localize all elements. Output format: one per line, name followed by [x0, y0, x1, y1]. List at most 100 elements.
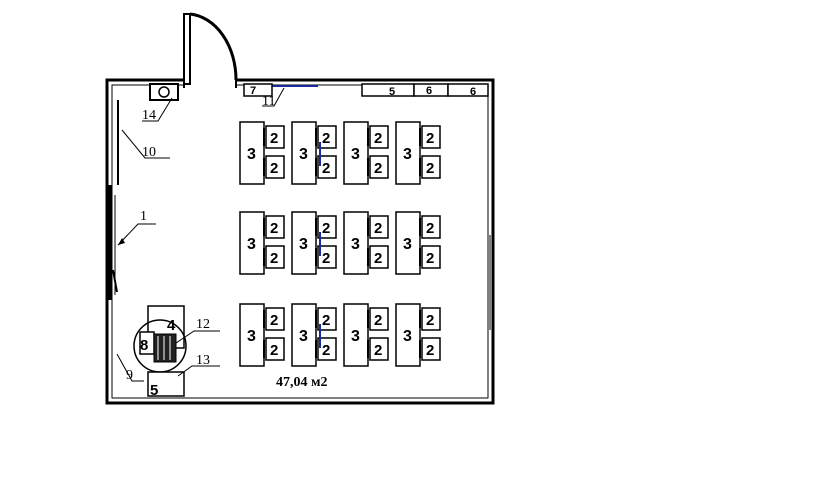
cabinet-5 [361, 83, 415, 97]
chair-label: 2 [322, 342, 330, 359]
chair-label: 2 [322, 312, 330, 329]
desk-6: 32 2 [291, 211, 337, 275]
entrance-door [183, 12, 238, 88]
chair [421, 245, 441, 269]
label-cabinet-6b: 6 [470, 86, 476, 98]
desk-12: 322 [395, 303, 441, 367]
desk-surface [343, 121, 369, 185]
desk-label: 3 [403, 146, 412, 163]
desk-surface [239, 303, 265, 367]
cabinet-6b [447, 83, 489, 97]
desk-11: 322 [343, 303, 389, 367]
chair-label: 2 [426, 220, 434, 237]
chair [421, 307, 441, 331]
arrowhead-1 [118, 238, 125, 245]
chair [369, 215, 389, 239]
desk-label: 3 [299, 146, 308, 163]
callout-9: 9 [126, 368, 133, 383]
chair-label: 2 [270, 130, 278, 147]
chair [265, 155, 285, 179]
label-equipment-8: 8 [140, 337, 148, 354]
label-cabinet-5: 5 [389, 86, 395, 98]
leader-9 [116, 353, 144, 382]
chair-label: 2 [374, 160, 382, 177]
chair-label: 2 [322, 250, 330, 267]
desk-2: 322 [291, 121, 337, 185]
chair-label: 2 [322, 220, 330, 237]
teacher-seat [153, 333, 177, 363]
desk-4: 32 2 [395, 121, 441, 185]
chair-label: 2 [270, 342, 278, 359]
desk-surface [395, 211, 421, 275]
chair [265, 245, 285, 269]
leader-13 [177, 365, 220, 377]
callout-13: 13 [196, 353, 210, 368]
chair-label: 2 [270, 160, 278, 177]
desk-surface [395, 303, 421, 367]
desk-label: 3 [351, 328, 360, 345]
desk-label: 3 [247, 236, 256, 253]
callout-12: 12 [196, 317, 210, 332]
chair-label: 2 [374, 220, 382, 237]
callout-10: 10 [142, 145, 156, 160]
leader-1 [117, 223, 156, 246]
callout-1: 1 [140, 209, 147, 224]
chair-label: 2 [270, 312, 278, 329]
desk-label: 3 [403, 236, 412, 253]
chair [317, 307, 337, 331]
chair [265, 337, 285, 361]
desk-label: 3 [247, 328, 256, 345]
desk-10: 32 2 [291, 303, 337, 367]
desk-5: 322 [239, 211, 285, 275]
chair-label: 2 [426, 312, 434, 329]
desk-label: 3 [351, 236, 360, 253]
chair [265, 125, 285, 149]
chair-label: 2 [374, 312, 382, 329]
chair-label: 2 [426, 342, 434, 359]
chair [421, 337, 441, 361]
equipment-7 [243, 83, 273, 97]
chair [317, 245, 337, 269]
desk-label: 3 [299, 328, 308, 345]
chair [317, 125, 337, 149]
desk-8: 322 [395, 211, 441, 275]
chair [317, 337, 337, 361]
desk-surface [291, 211, 317, 275]
chair [265, 215, 285, 239]
window-left [108, 185, 118, 300]
desk-surface [239, 121, 265, 185]
chair [317, 215, 337, 239]
desk-surface [395, 121, 421, 185]
chair [369, 125, 389, 149]
chair [369, 155, 389, 179]
chair [421, 155, 441, 179]
chair [265, 307, 285, 331]
chair [369, 337, 389, 361]
chair-label: 2 [322, 130, 330, 147]
callout-14: 14 [142, 108, 156, 123]
chair-label: 2 [374, 130, 382, 147]
desk-label: 3 [299, 236, 308, 253]
chair [369, 307, 389, 331]
chair [369, 245, 389, 269]
leader-14 [142, 97, 173, 122]
label-equipment-4: 4 [167, 317, 176, 334]
desk-surface [343, 211, 369, 275]
label-equipment-5-lower: 5 [150, 382, 158, 399]
desk-9: 32 2 [239, 303, 285, 367]
leader-11 [262, 87, 285, 107]
chair-label: 2 [426, 160, 434, 177]
top-cabinets [361, 83, 489, 97]
desk-3: 322 [343, 121, 389, 185]
chair-label: 2 [270, 220, 278, 237]
desk-surface [343, 303, 369, 367]
desk-surface [291, 121, 317, 185]
label-equipment-7: 7 [250, 85, 256, 97]
room-area: 47,04 м2 [276, 375, 328, 390]
chair [317, 155, 337, 179]
chair [421, 125, 441, 149]
desk-1: 322 [239, 121, 285, 185]
chair-label: 2 [426, 130, 434, 147]
